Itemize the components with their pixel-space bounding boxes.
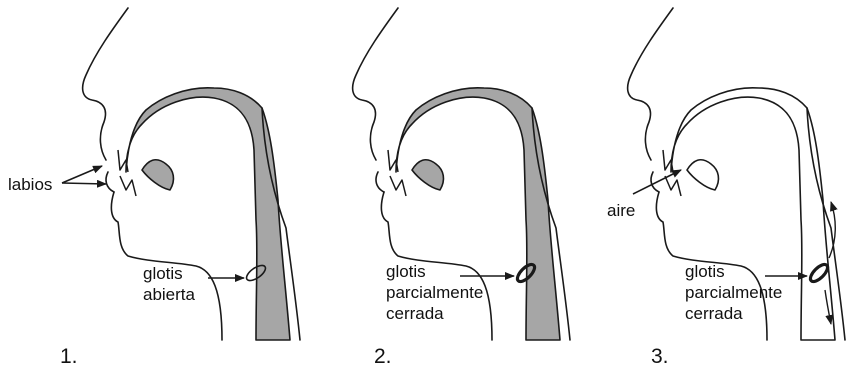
air-label: aire [607, 201, 635, 220]
glottis-label-line2: parcialmente [685, 283, 782, 302]
glottis-label-line3: cerrada [386, 304, 444, 323]
vocal-tract-partial [396, 88, 560, 340]
glottis-label-line1: glotis [386, 262, 426, 281]
glottis-label-line1: glotis [143, 264, 183, 283]
panel-number-3: 3. [651, 345, 669, 368]
lips-arrow-lower [62, 183, 106, 184]
glottis-label-line3: cerrada [685, 304, 743, 323]
lips-label: labios [8, 175, 52, 194]
glottis-label-line1: glotis [685, 262, 725, 281]
vocal-tract-empty [671, 88, 835, 340]
lips-arrow-upper [62, 166, 102, 183]
glottis-label-line2: abierta [143, 285, 196, 304]
panel-2: glotis parcialmente cerrada 2. [353, 8, 570, 368]
panel-number-1: 1. [60, 345, 78, 368]
panel-3: aire glotis parcialmente cerrada 3. [607, 8, 845, 368]
panel-1: labios glotis abierta 1. [8, 8, 300, 368]
glottis-label-line2: parcialmente [386, 283, 483, 302]
panel-number-2: 2. [374, 345, 392, 368]
